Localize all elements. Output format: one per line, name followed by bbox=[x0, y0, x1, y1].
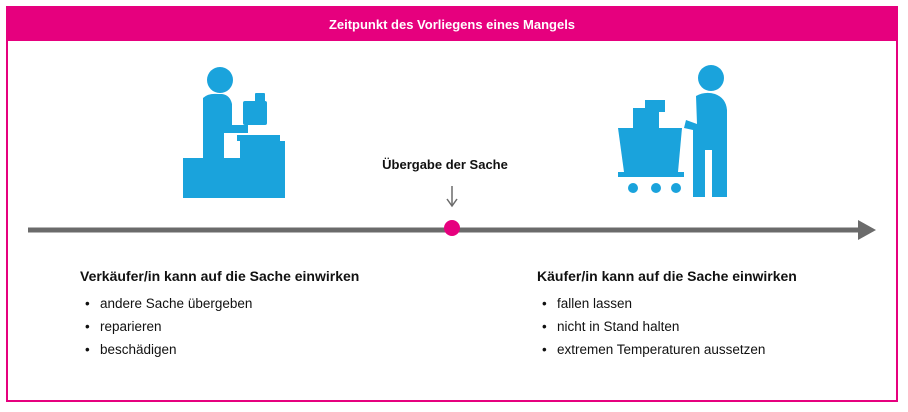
buyer-with-cart-icon bbox=[618, 65, 727, 197]
list-item: reparieren bbox=[85, 315, 359, 338]
handover-arrow-icon bbox=[446, 186, 458, 208]
handover-label: Übergabe der Sache bbox=[382, 157, 508, 172]
seller-list: andere Sache übergeben reparieren beschä… bbox=[80, 292, 359, 361]
list-item: andere Sache übergeben bbox=[85, 292, 359, 315]
seller-at-counter-icon bbox=[183, 67, 285, 198]
handover-point bbox=[444, 220, 460, 236]
buyer-heading: Käufer/in kann auf die Sache einwirken bbox=[537, 268, 797, 284]
list-item: nicht in Stand halten bbox=[542, 315, 797, 338]
seller-heading: Verkäufer/in kann auf die Sache einwirke… bbox=[80, 268, 360, 284]
list-item: fallen lassen bbox=[542, 292, 797, 315]
header-title: Zeitpunkt des Vorliegens eines Mangels bbox=[328, 17, 576, 32]
timeline-arrowhead-icon bbox=[858, 220, 876, 240]
header-bar: Zeitpunkt des Vorliegens eines Mangels bbox=[8, 8, 896, 41]
seller-column: Verkäufer/in kann auf die Sache einwirke… bbox=[80, 268, 359, 361]
buyer-column: Käufer/in kann auf die Sache einwirken f… bbox=[537, 268, 797, 361]
buyer-list: fallen lassen nicht in Stand halten extr… bbox=[537, 292, 797, 361]
list-item: beschädigen bbox=[85, 338, 359, 361]
list-item: extremen Temperaturen aussetzen bbox=[542, 338, 797, 361]
